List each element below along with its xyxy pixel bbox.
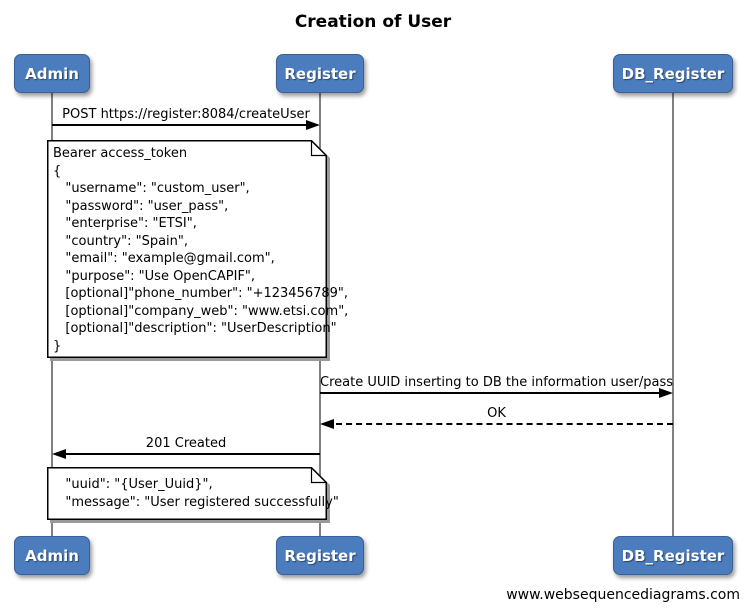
note-text: "uuid": "{User_Uuid}", "message": "User …	[65, 477, 339, 510]
message-line	[52, 124, 316, 126]
message-label: POST https://register:8084/createUser	[62, 107, 310, 122]
message-line-dashed	[326, 423, 673, 425]
actor-label: Admin	[25, 546, 79, 565]
actor-box-admin-bottom: Admin	[14, 536, 90, 575]
arrowhead-right-icon	[306, 120, 320, 130]
note-text: Bearer access_token { "username": "custo…	[53, 146, 349, 354]
lifeline-db-register	[672, 93, 674, 536]
message-create-uuid: Create UUID inserting to DB the informat…	[320, 375, 673, 399]
actor-label: DB_Register	[621, 64, 725, 83]
message-201-created: 201 Created	[52, 436, 320, 460]
message-label: Create UUID inserting to DB the informat…	[320, 375, 674, 390]
message-line	[320, 392, 669, 394]
arrowhead-left-icon	[52, 449, 66, 459]
actor-box-db-register-bottom: DB_Register	[613, 536, 733, 575]
actor-box-register-bottom: Register	[276, 536, 364, 575]
note-shape	[47, 467, 330, 523]
arrowhead-right-icon	[659, 388, 673, 398]
note-response-body: "uuid": "{User_Uuid}", "message": "User …	[47, 467, 339, 524]
message-line	[58, 453, 320, 455]
actor-label: Register	[284, 64, 356, 83]
message-label: OK	[487, 406, 506, 421]
page-title: Creation of User	[294, 12, 452, 32]
note-fold-icon	[310, 467, 327, 484]
message-label: 201 Created	[145, 436, 227, 451]
actor-box-register-top: Register	[276, 54, 364, 93]
message-ok: OK	[320, 406, 673, 430]
note-fold-icon	[310, 140, 327, 157]
note-shape	[47, 140, 330, 361]
arrowhead-left-icon	[320, 419, 334, 429]
actor-label: Admin	[25, 64, 79, 83]
watermark: www.websequencediagrams.com	[506, 587, 740, 603]
actor-box-db-register-top: DB_Register	[613, 54, 733, 93]
actor-box-admin-top: Admin	[14, 54, 90, 93]
message-post-create-user: POST https://register:8084/createUser	[52, 107, 320, 131]
note-request-body: Bearer access_token { "username": "custo…	[47, 140, 348, 362]
actor-label: Register	[284, 546, 356, 565]
actor-label: DB_Register	[621, 546, 725, 565]
